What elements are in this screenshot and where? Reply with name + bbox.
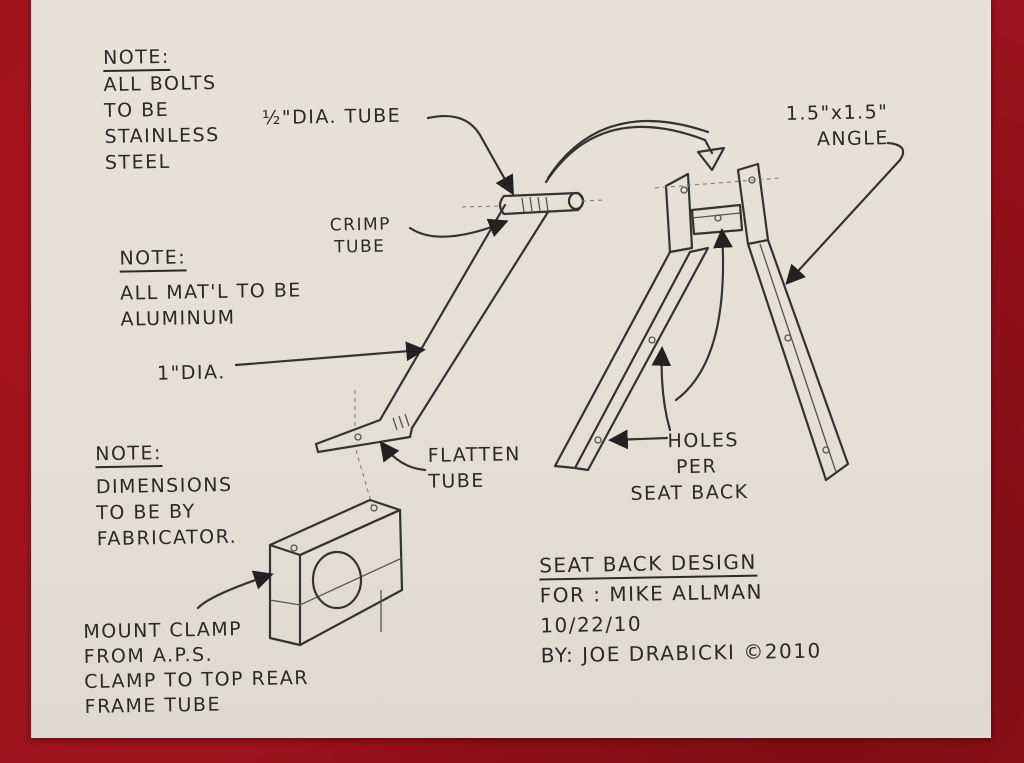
angle-bracket	[553, 162, 850, 482]
drawing-sheet	[31, 0, 991, 738]
label-half-inch-tube: ½"DIA. TUBE	[261, 104, 402, 130]
note-bolts-line: TO BE	[103, 98, 170, 123]
note-material: NOTE: ALL MAT'L TO BE ALUMINUM	[119, 242, 302, 332]
drawing-title: SEAT BACK DESIGN	[539, 548, 758, 581]
note-dimensions-line: TO BE BY	[96, 500, 196, 525]
note-bolts-heading: NOTE:	[102, 44, 171, 73]
note-dimensions: NOTE: DIMENSIONS TO BE BY FABRICATOR.	[95, 439, 237, 552]
drawing-for: FOR : MIKE ALLMAN	[539, 579, 764, 608]
note-bolts-line: ALL BOLTS	[103, 72, 217, 97]
leader-holes-3	[674, 228, 733, 402]
leader-clamp	[196, 570, 274, 610]
seat-back-tube	[314, 191, 606, 506]
note-bolts-line: STAINLESS	[104, 123, 220, 148]
leader-holes-2	[651, 346, 672, 432]
label-holes-per-seat-back: HOLES PER SEAT BACK	[630, 429, 749, 506]
leader-half-tube	[426, 114, 514, 196]
assembly-curved-arrow	[544, 125, 714, 184]
note-bolts-line: STEEL	[104, 150, 171, 174]
leader-crimp	[408, 218, 509, 238]
leader-flatten	[379, 440, 427, 472]
note-bolts: NOTE: ALL BOLTS TO BE STAINLESS STEEL	[102, 43, 220, 176]
label-flatten-tube: FLATTEN TUBE	[427, 443, 522, 493]
drawing-author: BY: JOE DRABICKI ©2010	[540, 638, 822, 668]
note-material-line: ALL MAT'L TO BE	[119, 279, 302, 305]
note-material-heading: NOTE:	[119, 245, 187, 273]
label-crimp-tube: CRIMP TUBE	[329, 214, 392, 258]
label-mount-clamp: MOUNT CLAMP FROM A.P.S. CLAMP TO TOP REA…	[83, 618, 310, 718]
title-block: SEAT BACK DESIGN FOR : MIKE ALLMAN 10/22…	[539, 546, 822, 671]
leader-angle	[785, 141, 905, 285]
note-dimensions-line: DIMENSIONS	[95, 473, 233, 499]
leader-one-dia	[234, 341, 426, 367]
drawing-date: 10/22/10	[540, 611, 643, 638]
leader-holes-1	[608, 429, 669, 450]
label-one-inch-dia: 1"DIA.	[156, 361, 226, 385]
note-material-line: ALUMINUM	[120, 306, 236, 331]
note-dimensions-heading: NOTE:	[95, 441, 163, 469]
note-dimensions-line: FABRICATOR.	[96, 525, 238, 551]
label-angle: 1.5"x1.5" ANGLE	[785, 101, 890, 151]
mount-clamp	[268, 498, 404, 647]
